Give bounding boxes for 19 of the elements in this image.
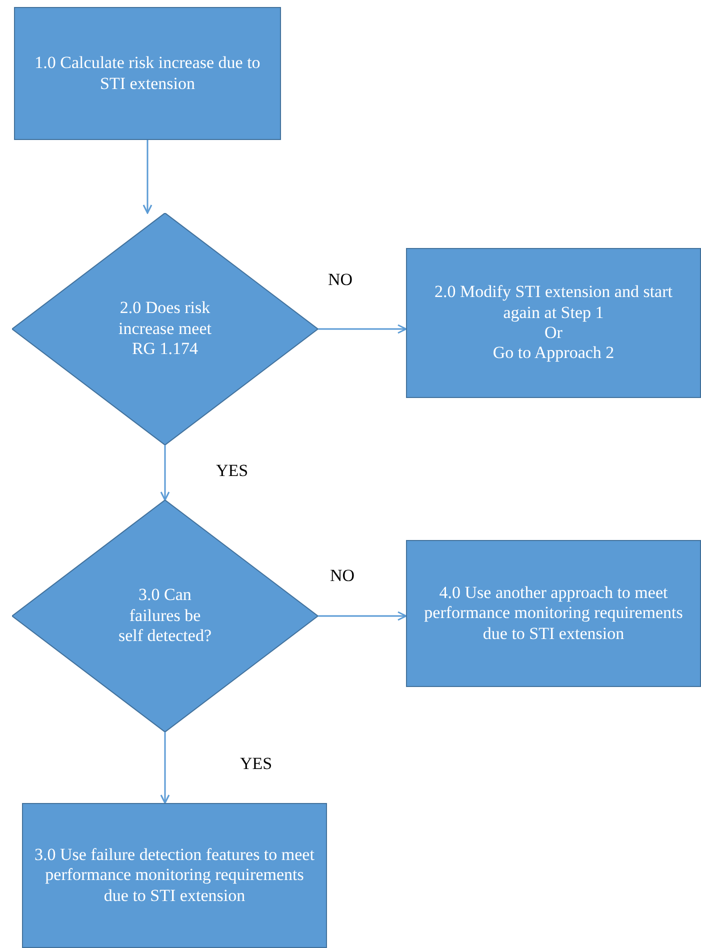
node-text: 1.0 Calculate risk increase due to STI extension bbox=[34, 53, 262, 94]
decision-diamond bbox=[12, 213, 318, 445]
arrow bbox=[318, 611, 407, 621]
arrow bbox=[160, 732, 170, 804]
node-text: 4.0 Use another approach to meet performance monitoring requirements due to STI extension bbox=[423, 582, 684, 644]
node-text: 2.0 Does risk increase meet RG 1.174 bbox=[118, 298, 212, 360]
decision-diamond bbox=[12, 500, 318, 732]
arrow bbox=[318, 324, 407, 334]
process-box bbox=[22, 803, 327, 948]
node-text: Go to Approach 2 bbox=[492, 343, 614, 364]
node-text: 3.0 Can failures be self detected? bbox=[118, 585, 212, 647]
process-box bbox=[406, 248, 701, 398]
process-box bbox=[14, 7, 281, 140]
arrow bbox=[142, 140, 152, 214]
node-text: 3.0 Use failure detection features to meet performance monitoring requirements due to STI extension bbox=[34, 844, 316, 906]
process-box bbox=[406, 540, 701, 687]
node-text: 2.0 Modify STI extension and start again at Step 1 bbox=[434, 282, 674, 323]
node-text: Or bbox=[544, 323, 562, 344]
arrow bbox=[160, 445, 170, 501]
